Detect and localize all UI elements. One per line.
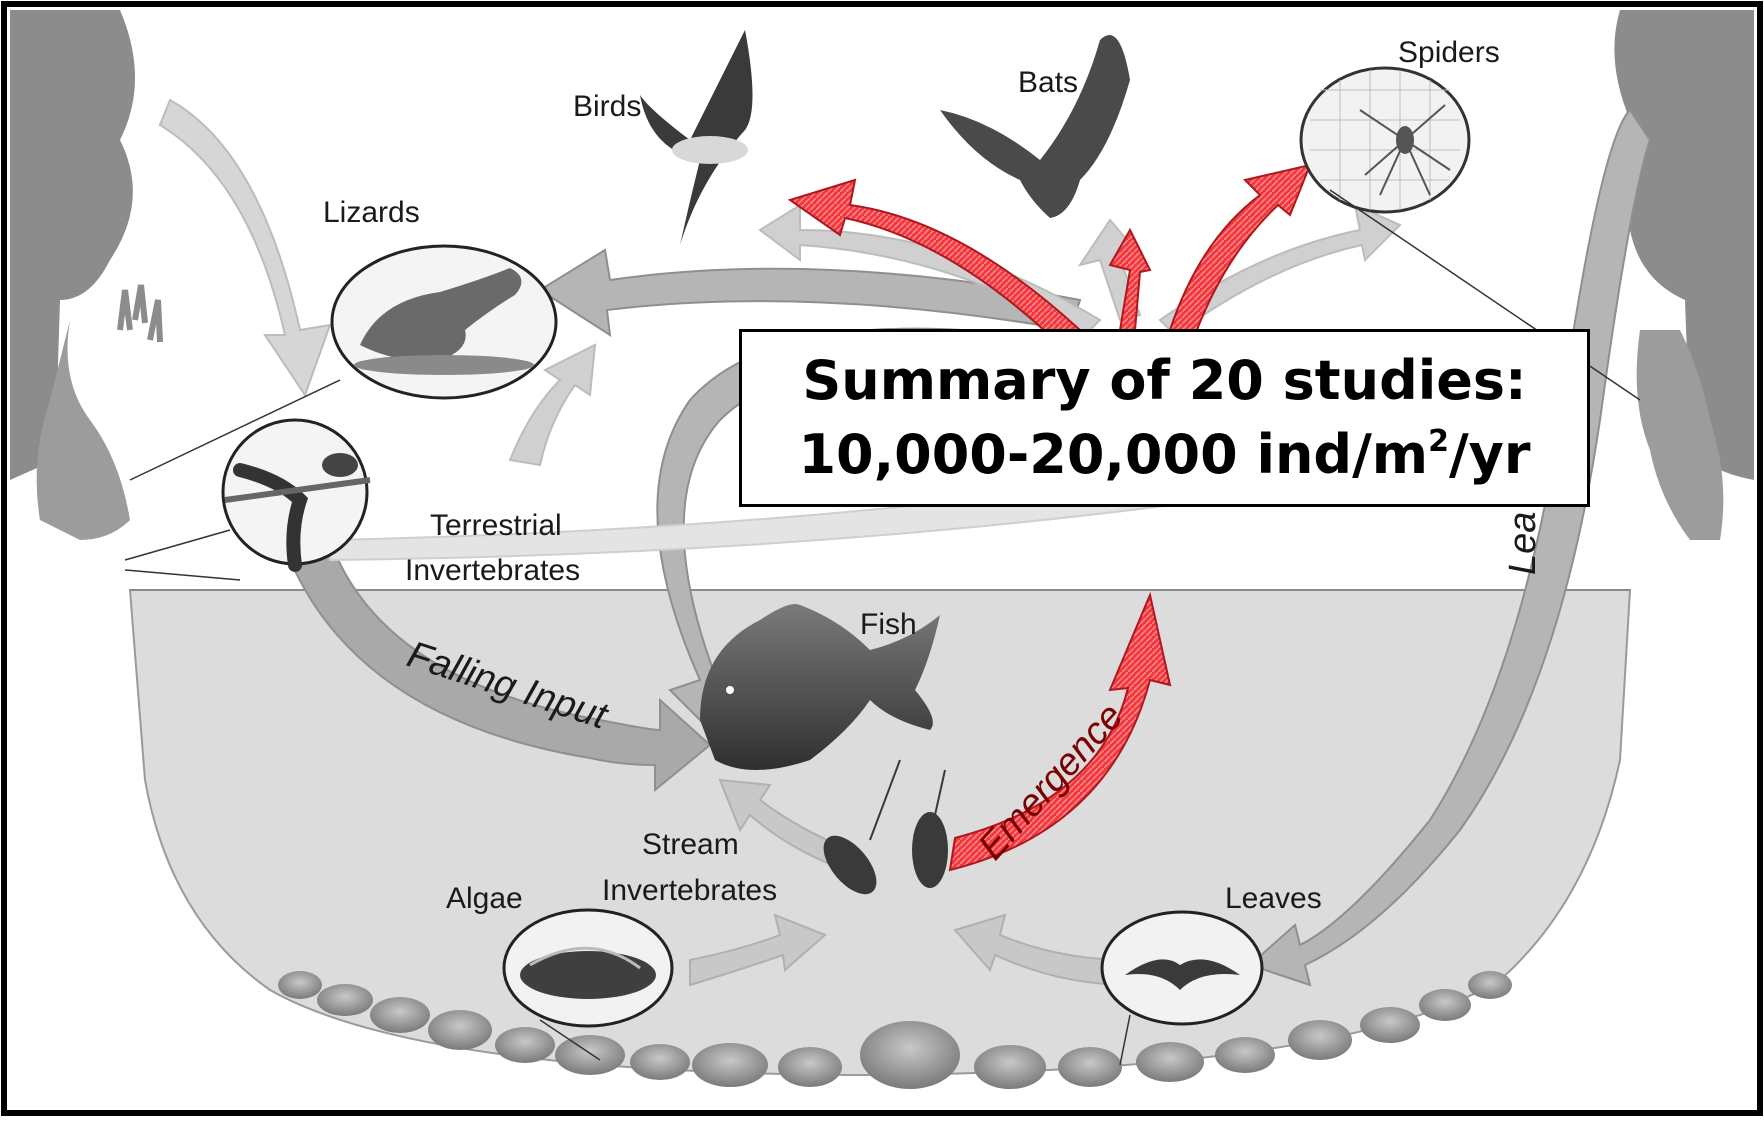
label-spiders: Spiders xyxy=(1398,36,1500,69)
label-terrestrial-line1: Terrestrial xyxy=(430,509,562,542)
label-lizards: Lizards xyxy=(323,196,420,229)
label-birds: Birds xyxy=(573,90,641,123)
summary-value: 10,000-20,000 ind/m xyxy=(798,423,1428,486)
summary-superscript: 2 xyxy=(1428,424,1449,459)
label-fish: Fish xyxy=(860,608,917,641)
label-algae: Algae xyxy=(446,882,523,915)
label-stream-line1: Stream xyxy=(642,828,739,861)
label-terrestrial-line2: Invertebrates xyxy=(405,554,580,587)
summary-callout: Summary of 20 studies: 10,000-20,000 ind… xyxy=(739,329,1590,507)
label-stream-line2: Invertebrates xyxy=(602,874,777,907)
summary-line-2: 10,000-20,000 ind/m2/yr xyxy=(798,418,1530,492)
summary-unit: /yr xyxy=(1449,423,1531,486)
label-leaves: Leaves xyxy=(1225,882,1322,915)
label-leaf-fall: Lea xyxy=(1502,512,1544,575)
summary-line-1: Summary of 20 studies: xyxy=(802,344,1526,418)
label-bats: Bats xyxy=(1018,66,1078,99)
